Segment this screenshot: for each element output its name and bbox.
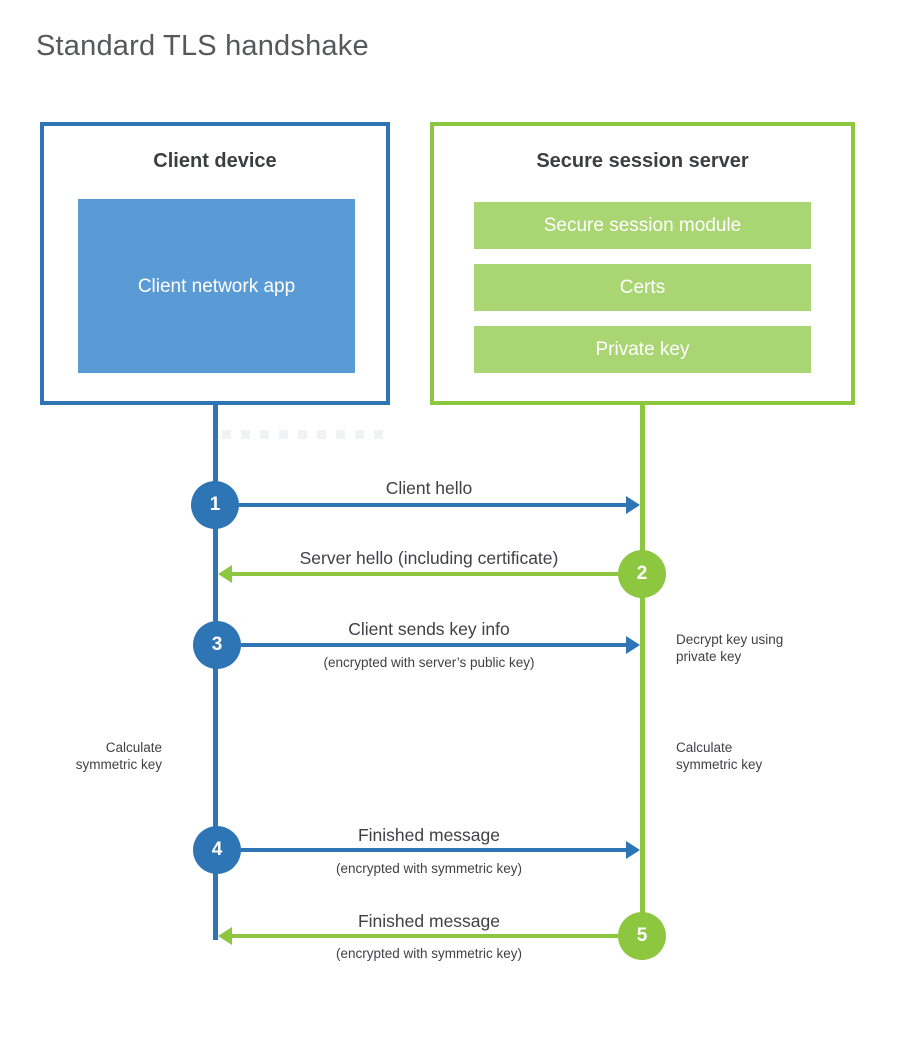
server-module-private-key: Private key xyxy=(474,326,811,373)
server-module-secure-session-module: Secure session module xyxy=(474,202,811,249)
arrowhead-left-icon xyxy=(218,927,232,945)
message-label-client-hello: Client hello xyxy=(385,478,473,498)
arrow-finished-client xyxy=(241,848,626,852)
arrowhead-left-icon xyxy=(218,565,232,583)
arrowhead-right-icon xyxy=(626,636,640,654)
note-calculate-symmetric-key-client: Calculate symmetric key xyxy=(75,740,162,772)
client-network-app-box: Client network app xyxy=(78,199,355,373)
step-circle-3: 3 xyxy=(193,621,241,669)
message-sub-encrypted-symmetric-key-5: (encrypted with symmetric key) xyxy=(335,946,523,961)
arrowhead-right-icon xyxy=(626,841,640,859)
message-sub-encrypted-public-key: (encrypted with server’s public key) xyxy=(323,655,535,670)
arrow-server-hello xyxy=(232,572,618,576)
message-label-finished-client: Finished message xyxy=(357,825,501,845)
page-title: Standard TLS handshake xyxy=(36,30,369,62)
step-circle-5: 5 xyxy=(618,912,666,960)
arrow-client-sends-key-info xyxy=(241,643,626,647)
client-network-app-label: Client network app xyxy=(137,275,296,297)
server-module-certs: Certs xyxy=(474,264,811,311)
step-circle-2: 2 xyxy=(618,550,666,598)
faint-dashed-line xyxy=(222,430,390,439)
client-lifeline xyxy=(213,405,218,940)
step-circle-1: 1 xyxy=(191,481,239,529)
note-decrypt-key: Decrypt key using private key xyxy=(676,632,784,664)
arrowhead-right-icon xyxy=(626,496,640,514)
arrow-finished-server xyxy=(232,934,618,938)
message-label-finished-server: Finished message xyxy=(357,911,501,931)
message-label-client-sends-key-info: Client sends key info xyxy=(348,619,510,639)
note-calculate-symmetric-key-server: Calculate symmetric key xyxy=(676,740,763,772)
arrow-client-hello xyxy=(239,503,626,507)
secure-session-server-title: Secure session server xyxy=(536,150,749,172)
step-circle-4: 4 xyxy=(193,826,241,874)
server-lifeline xyxy=(640,405,645,940)
message-label-server-hello: Server hello (including certificate) xyxy=(299,548,559,568)
message-sub-encrypted-symmetric-key-4: (encrypted with symmetric key) xyxy=(335,861,523,876)
client-device-title: Client device xyxy=(153,150,277,172)
